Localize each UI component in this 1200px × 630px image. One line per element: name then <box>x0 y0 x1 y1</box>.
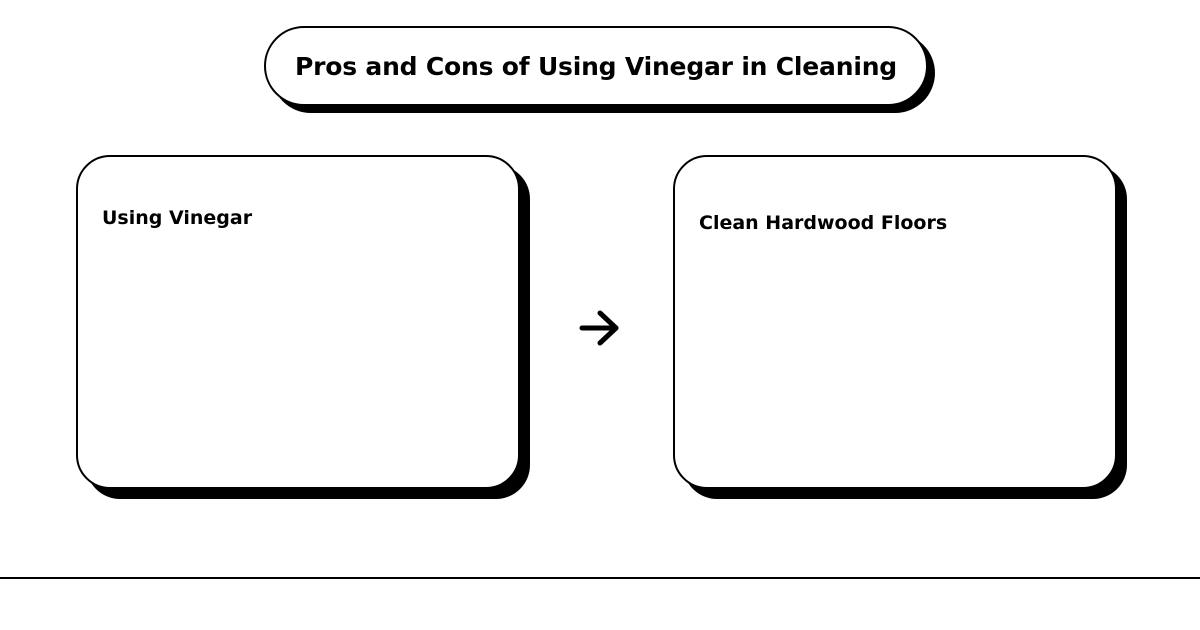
node-label-clean-hardwood-floors: Clean Hardwood Floors <box>699 212 948 234</box>
diagram-title-box: Pros and Cons of Using Vinegar in Cleani… <box>264 26 928 106</box>
node-clean-hardwood-floors: Clean Hardwood Floors <box>673 155 1117 489</box>
node-label-using-vinegar: Using Vinegar <box>102 207 253 229</box>
diagram-title: Pros and Cons of Using Vinegar in Cleani… <box>295 51 897 81</box>
arrow-right-icon <box>579 310 619 346</box>
bottom-divider <box>0 577 1200 579</box>
node-using-vinegar: Using Vinegar <box>76 155 520 489</box>
